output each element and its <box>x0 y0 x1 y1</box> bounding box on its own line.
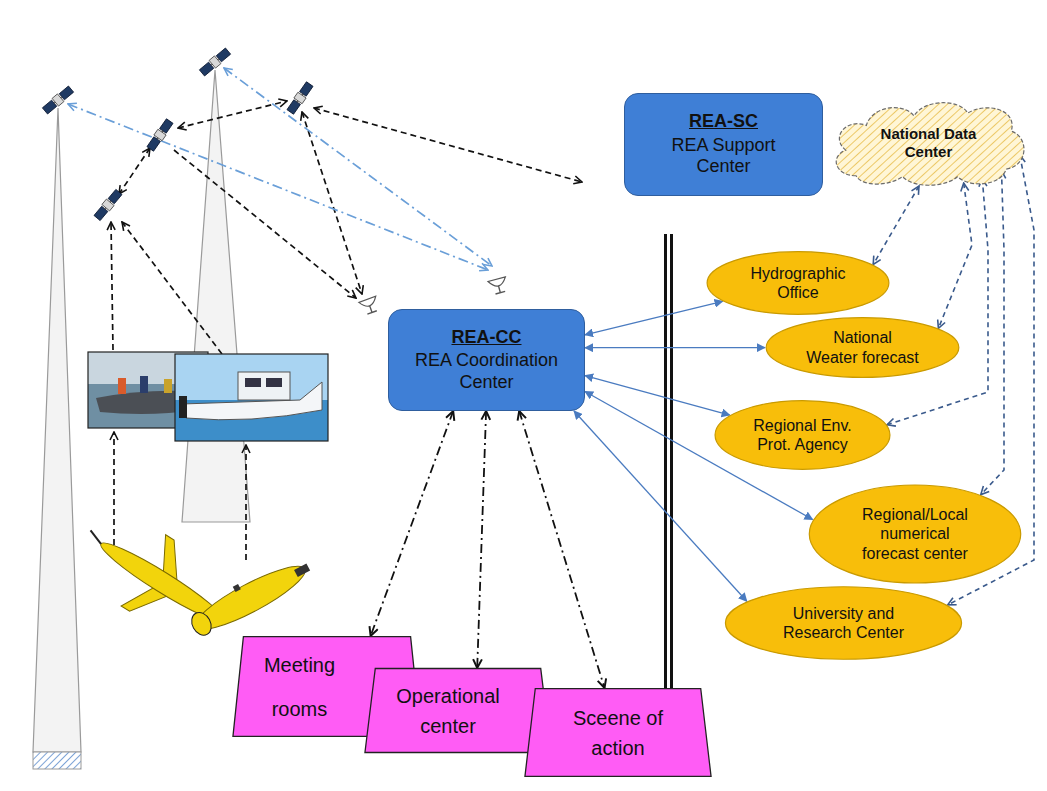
satellite-downlink <box>224 68 492 266</box>
crew-member <box>164 379 172 393</box>
satellite-link <box>122 222 228 362</box>
node-label: University and Research Center <box>779 604 909 642</box>
crew-member <box>140 376 148 393</box>
node-label: National Data Center <box>874 125 984 161</box>
ellipse-outline <box>706 251 890 315</box>
node-label: REA Coordination Center <box>407 350 567 393</box>
center-box: REA-CCREA Coordination Center <box>388 309 585 411</box>
trapezoid-outline <box>524 688 712 777</box>
coverage-beam <box>33 108 81 752</box>
node-label: Regional Env. Prot. Agency <box>743 416 863 454</box>
glider-sensor <box>233 584 241 592</box>
satellite-dish <box>488 277 509 295</box>
center-heading: REA-SC <box>689 111 758 133</box>
satellite <box>199 47 231 77</box>
underwater-glider <box>185 551 315 640</box>
node-label: REA Support Center <box>649 135 799 178</box>
beam-footprint <box>33 752 81 769</box>
ellipse-fill <box>725 587 961 660</box>
text-area: National Data Center <box>825 95 1032 190</box>
boat-cabin <box>238 372 290 400</box>
ellipse-fill <box>715 401 890 470</box>
separator-bar <box>664 234 667 707</box>
satellite-link <box>119 148 150 194</box>
node-label: National Weater forecast <box>806 328 920 366</box>
agency-ellipse: Regional/Local numerical forecast center <box>808 484 1022 584</box>
glider-antenna <box>87 530 104 544</box>
ellipse-outline <box>765 317 960 378</box>
agency-ellipse: Hydrographic Office <box>706 251 890 315</box>
link-arrow <box>519 411 604 688</box>
satellite-link <box>111 222 113 350</box>
crew-member <box>118 378 126 394</box>
link-arrow <box>477 411 486 668</box>
node-label: Regional/Local numerical forecast center <box>853 505 978 563</box>
text-area: Regional/Local numerical forecast center <box>808 484 1022 584</box>
agency-ellipse: University and Research Center <box>724 586 963 660</box>
link-arrow <box>938 183 972 328</box>
center-box: REA-SCREA Support Center <box>624 93 823 196</box>
link-arrow <box>585 301 723 335</box>
link-arrow <box>585 376 730 416</box>
text-area: REA-CCREA Coordination Center <box>389 310 584 410</box>
glider-hull <box>189 557 312 640</box>
satellite <box>93 189 123 221</box>
text-area: Operational center <box>364 668 532 753</box>
node-label: Sceene of action <box>558 703 678 763</box>
cabin-window <box>245 378 261 387</box>
node-label: Hydrographic Office <box>738 264 858 302</box>
satellite-link <box>178 101 287 128</box>
satellite-link <box>302 112 362 294</box>
satellite <box>42 85 74 115</box>
link-arrow <box>887 179 988 425</box>
trapezoid-fill <box>525 689 711 777</box>
boat-photo <box>175 354 328 441</box>
link-arrow <box>981 171 1004 495</box>
glider-nose <box>188 609 215 639</box>
trapezoid-outline <box>364 668 552 753</box>
satellite-link <box>314 108 582 182</box>
glider-link <box>113 432 115 545</box>
satellite <box>146 118 174 152</box>
node-label: Operational center <box>383 681 513 741</box>
text-area: Hydrographic Office <box>706 251 890 315</box>
location-trapezoid: Operational center <box>364 668 552 753</box>
satellite-downlink <box>68 104 488 270</box>
ellipse-fill <box>809 485 1020 583</box>
center-heading: REA-CC <box>452 327 522 349</box>
data-center-cloud: National Data Center <box>825 95 1032 190</box>
ellipse-fill <box>707 252 889 315</box>
ellipse-outline <box>714 400 891 470</box>
agency-ellipse: Regional Env. Prot. Agency <box>714 400 891 470</box>
ellipse-fill <box>766 318 959 378</box>
satellite-dish <box>359 296 381 315</box>
photo-sky <box>175 354 328 441</box>
photo-frame <box>175 354 328 441</box>
glider-link <box>245 445 247 560</box>
cloud-fill <box>836 103 1024 186</box>
satellite <box>286 81 314 115</box>
text-area: REA-SCREA Support Center <box>625 94 822 195</box>
underwater-glider <box>65 500 247 657</box>
cabin-window <box>266 378 282 387</box>
separator-bar <box>670 234 673 707</box>
text-area: Meeting rooms <box>232 636 367 737</box>
link-arrow <box>585 347 765 348</box>
text-area: University and Research Center <box>724 586 963 660</box>
trapezoid-fill <box>365 669 551 753</box>
link-arrow <box>371 411 454 636</box>
glider-thruster <box>294 563 310 577</box>
link-arrow <box>873 186 919 265</box>
text-area: Regional Env. Prot. Agency <box>714 400 891 470</box>
outboard-motor <box>179 396 187 418</box>
text-area: Sceene of action <box>524 688 712 777</box>
satellite-link <box>174 150 356 298</box>
location-trapezoid: Sceene of action <box>524 688 712 777</box>
agency-ellipse: National Weater forecast <box>765 317 960 378</box>
node-label: Meeting rooms <box>245 643 355 731</box>
text-area: National Weater forecast <box>765 317 960 378</box>
ellipse-outline <box>724 586 963 660</box>
coverage-beam <box>182 70 250 522</box>
